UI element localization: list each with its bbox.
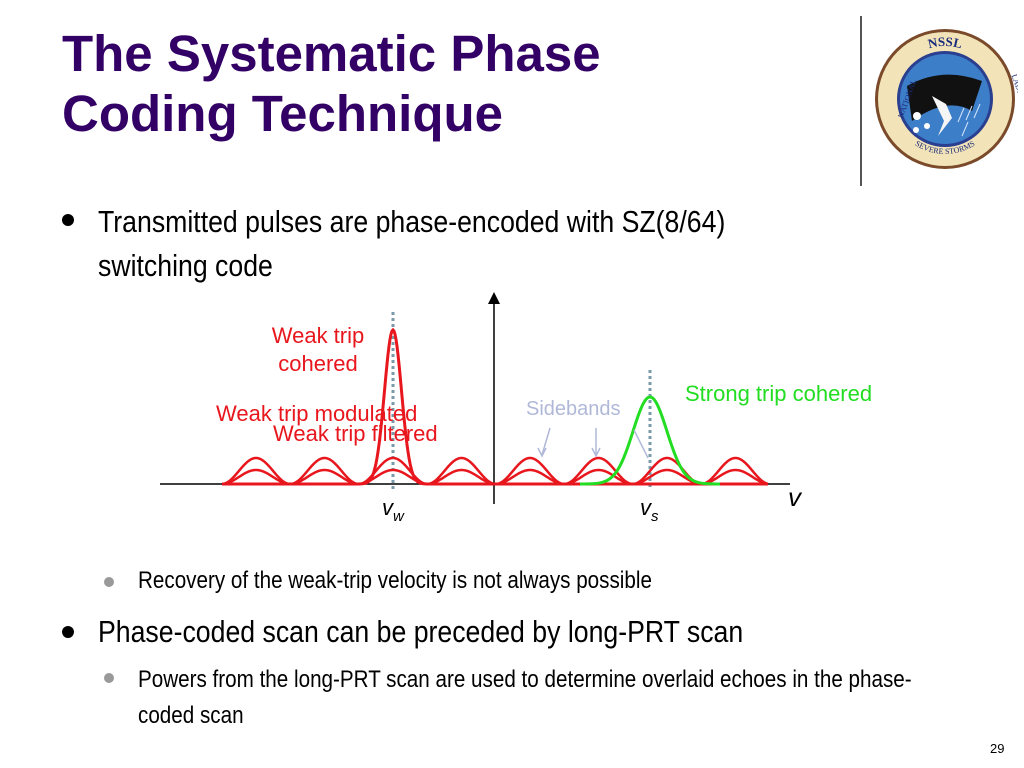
- weak-trip-cohered-curve: [222, 327, 768, 486]
- vw-label-main: v: [382, 495, 395, 520]
- title-line-2: Coding Technique: [62, 85, 504, 142]
- label-weak-cohered-line2: cohered: [278, 351, 358, 376]
- bullet-dot: [62, 214, 74, 226]
- title-line-1: The Systematic Phase: [62, 25, 601, 82]
- page-number: 29: [990, 741, 1005, 756]
- bullet-dot: [104, 577, 114, 587]
- sideband-arrows: [537, 427, 649, 459]
- vs-label-sub: s: [651, 508, 659, 525]
- nssl-logo-icon: NSSL NATIONAL SEVERE STORMS LABORATORY: [875, 29, 1018, 169]
- bullet-dot: [104, 673, 114, 683]
- bullet-text: Transmitted pulses are phase-encoded wit…: [98, 204, 726, 283]
- bullet-text: Powers from the long-PRT scan are used t…: [138, 666, 912, 729]
- vs-label-main: v: [640, 495, 653, 520]
- label-sidebands: Sidebands: [526, 398, 621, 420]
- vw-label: vw: [382, 495, 405, 525]
- phase-coding-spectrum-diagram: Weak trip cohered Weak trip modulated We…: [160, 292, 872, 525]
- label-weak-modulated: Weak trip modulated: [216, 401, 417, 426]
- svg-text:NSSL: NSSL: [926, 34, 964, 51]
- strong-trip-cohered-curve: [580, 395, 720, 486]
- label-weak-cohered-line1: Weak trip: [272, 323, 365, 348]
- vw-label-sub: w: [393, 508, 405, 525]
- vs-label: vs: [640, 495, 659, 525]
- logo-ring-top: NSSL: [926, 34, 964, 51]
- label-weak-filtered: Weak trip filtered: [273, 421, 438, 446]
- slide-title: The Systematic Phase Coding Technique: [62, 24, 822, 144]
- axis-label-v: v: [788, 482, 803, 512]
- bullet-text: Recovery of the weak-trip velocity is no…: [138, 567, 652, 594]
- title-divider: [860, 16, 862, 186]
- label-strong-cohered: Strong trip cohered: [685, 381, 872, 406]
- bullet-text: Phase-coded scan can be preceded by long…: [98, 614, 744, 649]
- bullet-dot: [62, 626, 74, 638]
